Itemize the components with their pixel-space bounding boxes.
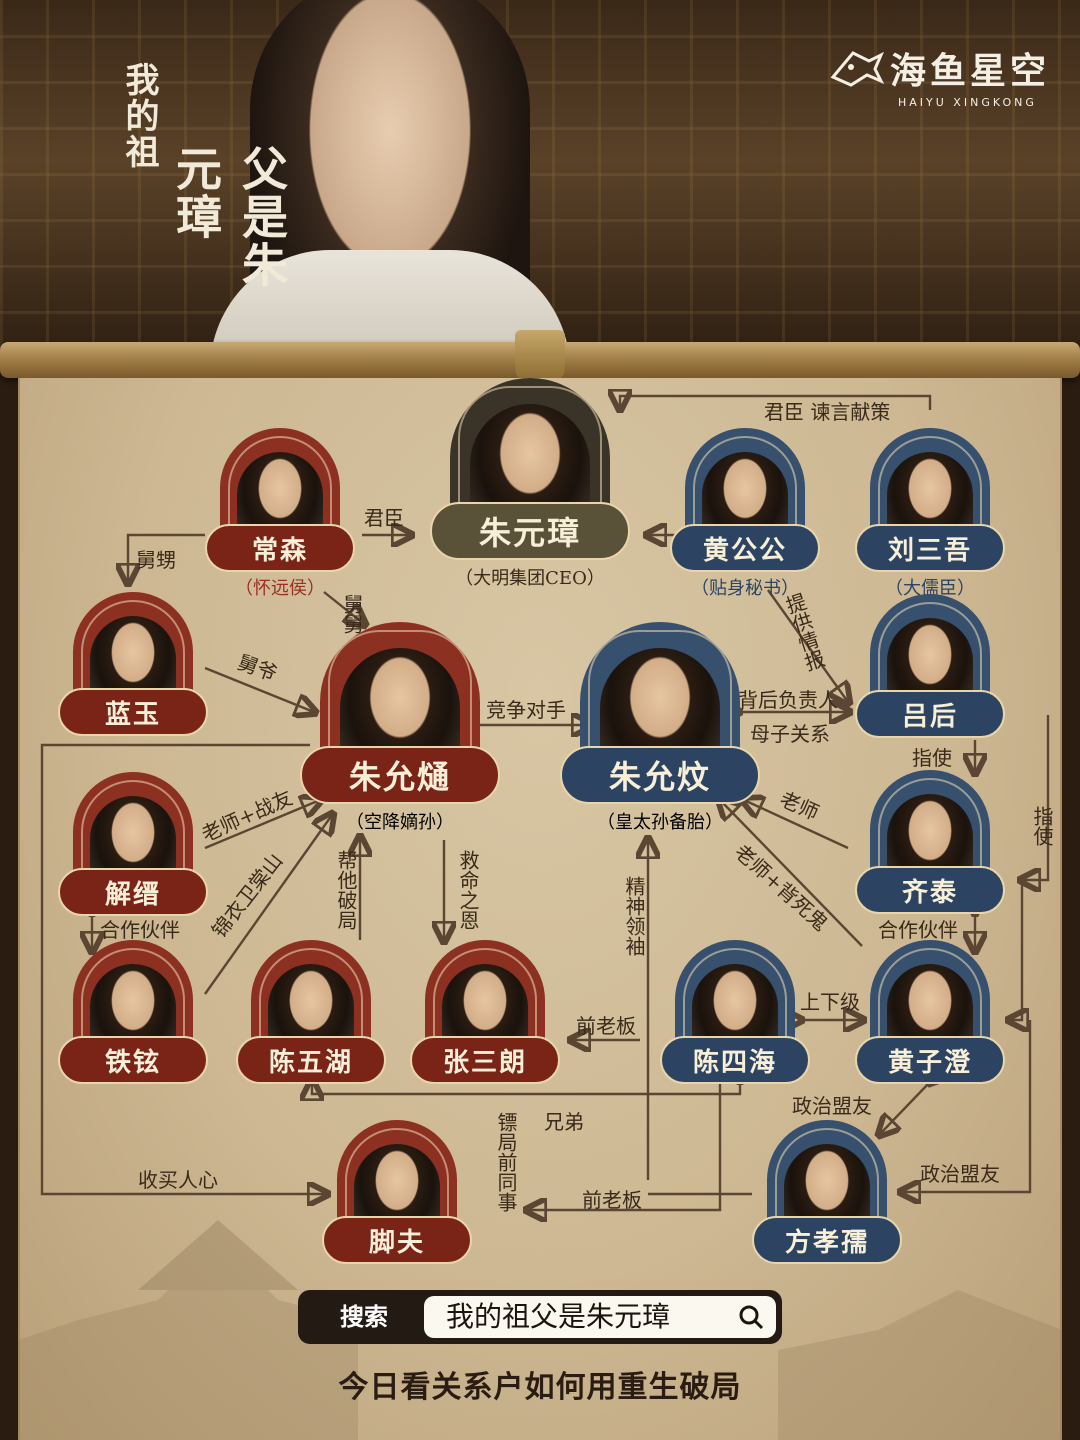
character-chen-wuhu[interactable]: 陈五湖	[236, 940, 386, 1100]
character-zhang-sanlang[interactable]: 张三朗	[410, 940, 560, 1100]
search-label: 搜索	[340, 1303, 388, 1331]
rel-label: 兄弟	[544, 1110, 584, 1134]
character-note: （皇太孙备胎）	[597, 812, 723, 833]
show-title-line1: 我的祖	[119, 62, 159, 170]
show-title-line2: 父是朱元璋	[169, 145, 289, 289]
rel-label: 舅甥	[136, 548, 176, 572]
rel-label: 母子关系	[750, 722, 830, 746]
rel-label: 帮他破局	[334, 850, 358, 930]
show-title-calligraphy: 我的祖 父是朱元璋	[105, 50, 289, 310]
search-icon[interactable]	[738, 1304, 764, 1330]
rel-label: 指使	[1030, 806, 1054, 846]
character-chang-sen[interactable]: 常森 （怀远侯）	[205, 428, 355, 599]
fish-star-icon	[830, 51, 885, 87]
name-plate: 张三朗	[410, 1036, 560, 1084]
name-plate: 铁铉	[58, 1036, 208, 1084]
name-plate: 朱允熥	[300, 746, 500, 804]
rel-label: 背后负责人	[738, 688, 838, 712]
brand-logo: 海鱼星空 HAIYU XINGKONG	[829, 42, 1050, 109]
name-plate: 朱允炆	[560, 746, 760, 804]
character-note: （贴身秘书）	[691, 578, 799, 599]
character-fang-xiaoru[interactable]: 方孝孺	[752, 1120, 902, 1280]
brand-subtitle: HAIYU XINGKONG	[898, 96, 1037, 109]
name-plate: 陈五湖	[236, 1036, 386, 1084]
rel-label: 前老板	[582, 1188, 642, 1212]
name-plate: 陈四海	[660, 1036, 810, 1084]
name-plate: 朱元璋	[430, 502, 630, 560]
rel-label: 镖局前同事	[494, 1112, 518, 1212]
name-plate: 脚夫	[322, 1216, 472, 1264]
search-query: 我的祖父是朱元璋	[446, 1300, 671, 1333]
character-note: （大明集团CEO）	[455, 568, 605, 589]
character-lan-yu[interactable]: 蓝玉	[58, 592, 208, 752]
search-bar[interactable]: 搜索 我的祖父是朱元璋	[298, 1290, 782, 1344]
character-huang-zicheng[interactable]: 黄子澄	[855, 940, 1005, 1100]
character-lv-hou[interactable]: 吕后	[855, 594, 1005, 754]
hero-banner	[0, 0, 1080, 360]
palace-silhouette	[18, 1220, 1062, 1440]
character-tie-xuan[interactable]: 铁铉	[58, 940, 208, 1100]
character-note: （怀远侯）	[235, 578, 325, 599]
character-zhu-yunwen[interactable]: 朱允炆 （皇太孙备胎）	[560, 622, 760, 833]
scroll-border	[18, 378, 1062, 1440]
rel-label: 精神领袖	[622, 876, 646, 956]
rel-label: 上下级	[800, 990, 860, 1014]
rel-label: 政治盟友	[792, 1094, 872, 1118]
name-plate: 解缙	[58, 868, 208, 916]
character-note: （空降嫡孙）	[346, 812, 454, 833]
character-xie-jin[interactable]: 解缙	[58, 772, 208, 932]
name-plate: 吕后	[855, 690, 1005, 738]
tagline: 今日看关系户如何用重生破局	[338, 1370, 742, 1405]
character-zhu-yuntong[interactable]: 朱允熥 （空降嫡孙）	[300, 622, 500, 833]
rel-label: 救命之恩	[456, 850, 480, 930]
character-jiao-fu[interactable]: 脚夫	[322, 1120, 472, 1280]
protagonist-robe	[210, 250, 570, 360]
rel-label: 舅舅	[340, 594, 364, 634]
search-input[interactable]: 我的祖父是朱元璋	[424, 1296, 776, 1338]
character-note: （大儒臣）	[885, 578, 975, 599]
rel-label: 君臣 谏言献策	[764, 400, 891, 424]
scroll-ornament	[515, 330, 565, 382]
name-plate: 蓝玉	[58, 688, 208, 736]
rel-label: 合作伙伴	[100, 918, 180, 942]
rel-label: 指使	[912, 746, 952, 770]
name-plate: 齐泰	[855, 866, 1005, 914]
character-zhu-yuanzhang[interactable]: 朱元璋 （大明集团CEO）	[430, 378, 630, 589]
character-huang-gonggong[interactable]: 黄公公 （贴身秘书）	[670, 428, 820, 599]
rel-label: 前老板	[576, 1014, 636, 1038]
name-plate: 方孝孺	[752, 1216, 902, 1264]
name-plate: 刘三吾	[855, 524, 1005, 572]
name-plate: 黄公公	[670, 524, 820, 572]
rel-label: 君臣	[364, 506, 404, 530]
rel-label: 收买人心	[138, 1168, 218, 1192]
character-chen-sihai[interactable]: 陈四海	[660, 940, 810, 1100]
character-liu-sanwu[interactable]: 刘三吾 （大儒臣）	[855, 428, 1005, 599]
rel-label: 政治盟友	[920, 1162, 1000, 1186]
name-plate: 常森	[205, 524, 355, 572]
brand-name: 海鱼星空	[889, 50, 1050, 92]
rel-label: 合作伙伴	[878, 918, 958, 942]
name-plate: 黄子澄	[855, 1036, 1005, 1084]
character-qi-tai[interactable]: 齐泰	[855, 770, 1005, 930]
rel-label: 竞争对手	[486, 698, 566, 722]
